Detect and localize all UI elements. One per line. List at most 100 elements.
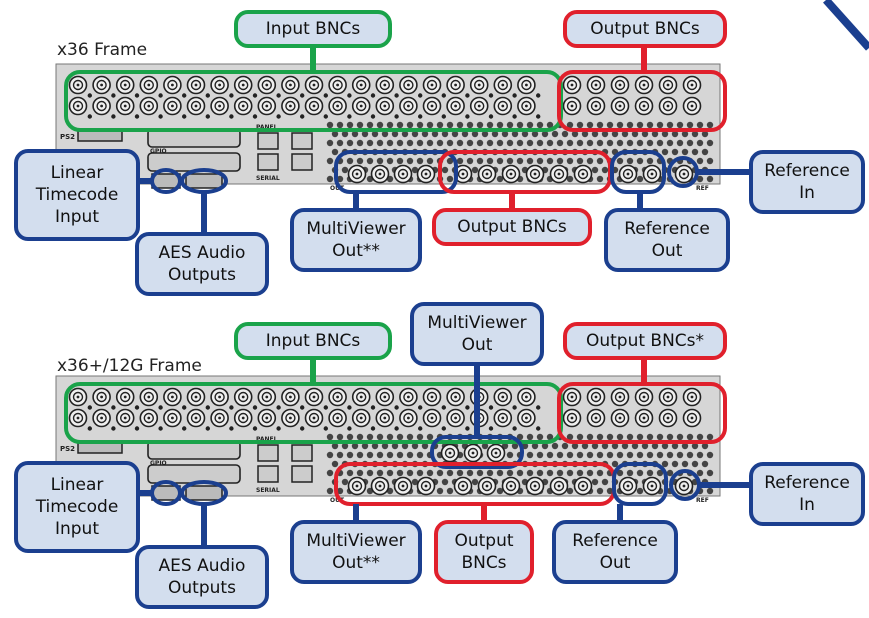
vent-hole xyxy=(636,139,644,147)
jack-gap xyxy=(87,405,93,410)
vent-hole xyxy=(341,442,349,450)
jack-gap xyxy=(441,114,446,119)
jack-gap xyxy=(488,93,494,98)
vent-hole xyxy=(666,121,674,129)
output-bnc-ring xyxy=(662,391,674,403)
vent-hole xyxy=(426,121,434,129)
vent-hole xyxy=(626,469,634,477)
input-bnc-pin xyxy=(171,395,174,399)
vent-hole xyxy=(471,130,479,138)
vent-hole xyxy=(396,121,404,129)
output-bnc-pin xyxy=(594,395,598,399)
output-bnc-ring xyxy=(590,391,602,403)
out-label: OUT xyxy=(330,185,345,192)
input-bnc-pin xyxy=(312,395,316,399)
jack-gap xyxy=(276,114,281,119)
vent-hole xyxy=(576,433,584,441)
vent-hole xyxy=(531,130,539,138)
vent-hole xyxy=(361,130,369,138)
vent-hole xyxy=(511,442,519,450)
callout-reference-out: Reference Out xyxy=(604,208,730,272)
input-bnc-pin xyxy=(123,395,127,399)
vent-hole xyxy=(336,433,344,441)
vent-hole xyxy=(331,442,339,450)
output-bnc-lower-ring xyxy=(577,168,589,180)
output-bnc-lower-ring xyxy=(577,480,589,492)
jack-gap xyxy=(158,93,163,98)
vent-hole xyxy=(491,130,499,138)
jack-gap xyxy=(158,405,163,410)
input-bnc-ring xyxy=(237,391,249,403)
vent-hole xyxy=(381,130,389,138)
vent-hole xyxy=(506,121,514,129)
input-bnc-ring xyxy=(143,391,155,403)
vent-hole xyxy=(436,139,444,147)
vent-hole xyxy=(596,139,604,147)
lan-rj45-1 xyxy=(291,444,313,462)
input-bnc-pin xyxy=(359,83,363,87)
jack-gap xyxy=(252,405,258,410)
vent-hole xyxy=(656,451,664,459)
vent-hole xyxy=(496,157,504,165)
vent-hole xyxy=(331,148,339,156)
input-bnc-pin xyxy=(171,83,174,87)
vent-hole xyxy=(396,469,404,477)
input-bnc-pin xyxy=(501,83,505,87)
vent-hole xyxy=(341,478,349,486)
jack-gap xyxy=(347,426,352,431)
input-bnc-ring xyxy=(167,412,178,424)
output-bnc-lower-pin xyxy=(533,172,537,176)
output-bnc-pin xyxy=(642,395,646,399)
input-bnc-ring xyxy=(72,391,84,403)
vent-hole xyxy=(506,469,514,477)
multiviewer-bnc-top-ring xyxy=(490,447,502,459)
vent-hole xyxy=(616,469,624,477)
vent-hole xyxy=(616,139,624,147)
vent-hole xyxy=(336,175,344,183)
vent-hole xyxy=(361,442,369,450)
vent-hole xyxy=(396,451,404,459)
input-bnc-ring xyxy=(96,79,107,91)
vent-hole xyxy=(646,139,654,147)
jack-gap xyxy=(134,93,140,98)
vent-hole xyxy=(326,175,334,183)
output-bnc-ring xyxy=(662,79,674,91)
input-bnc-pin xyxy=(100,104,103,108)
jack-gap xyxy=(441,405,446,410)
multiviewer-bnc-top-pin xyxy=(494,451,498,455)
output-bnc-ring xyxy=(614,79,626,91)
jack-gap xyxy=(252,93,258,98)
vent-hole xyxy=(686,433,694,441)
input-bnc-pin xyxy=(383,104,387,108)
multiviewer-bnc-ring xyxy=(397,168,409,180)
input-bnc-ring xyxy=(497,100,508,112)
jack-gap xyxy=(276,93,281,98)
vent-hole xyxy=(686,121,694,129)
jack-gap xyxy=(465,405,470,410)
vent-hole xyxy=(381,442,389,450)
jack-gap xyxy=(465,426,470,431)
vent-hole xyxy=(536,157,544,165)
input-bnc-ring xyxy=(119,79,131,91)
input-bnc-ring xyxy=(261,412,272,424)
input-bnc-ring xyxy=(119,100,131,112)
multiviewer-bnc-pin xyxy=(355,484,359,488)
output-bnc-lower-pin xyxy=(557,172,561,176)
input-bnc-pin xyxy=(194,83,198,87)
jack-gap xyxy=(229,114,234,119)
vent-hole xyxy=(616,121,624,129)
multiviewer-bnc-top-pin xyxy=(448,451,452,455)
output-bnc-lower-pin xyxy=(533,484,537,488)
input-bnc-ring xyxy=(119,391,131,403)
input-bnc-ring xyxy=(379,391,390,403)
input-bnc-pin xyxy=(76,416,80,420)
input-bnc-pin xyxy=(265,395,269,399)
callout-input-bncs-2: Input BNCs xyxy=(234,322,392,360)
vent-hole xyxy=(521,130,529,138)
vent-hole xyxy=(596,469,604,477)
ps2-label: PS2 xyxy=(60,445,75,453)
vent-hole xyxy=(411,166,419,174)
output-bnc-pin xyxy=(594,104,598,108)
input-bnc-ring xyxy=(190,79,202,91)
input-bnc-ring xyxy=(426,391,438,403)
